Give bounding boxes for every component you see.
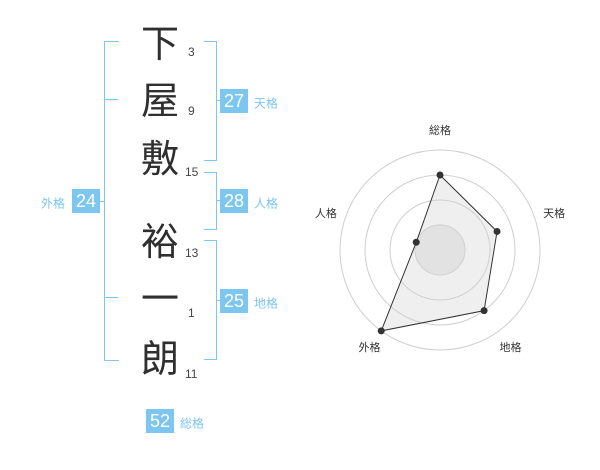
soukaku-badge: 52 — [146, 409, 174, 433]
jinkaku-bracket — [204, 172, 217, 230]
gaikaku-connector — [99, 201, 105, 202]
radar-axis-label: 地格 — [500, 340, 522, 354]
name-char: 下 — [140, 22, 180, 66]
stroke-count: 13 — [185, 246, 199, 260]
stroke-count: 3 — [188, 45, 195, 59]
soukaku-label: 総格 — [180, 416, 205, 431]
radar-point — [480, 307, 488, 315]
radar-point — [377, 327, 385, 335]
stroke-count: 11 — [185, 367, 198, 381]
stroke-count: 9 — [188, 104, 195, 118]
radar-axis-label: 天格 — [543, 206, 565, 220]
radar-point — [412, 238, 420, 246]
radar-series-polygon — [380, 174, 498, 332]
name-char: 裕 — [140, 220, 180, 264]
radar-ring — [414, 224, 466, 276]
bracket-tick — [104, 297, 118, 298]
tenkaku-connector — [216, 100, 222, 101]
radar-axis-label: 総格 — [429, 123, 451, 137]
chikaku-badge: 25 — [220, 289, 248, 313]
jinkaku-badge: 28 — [220, 189, 248, 213]
chikaku-connector — [216, 300, 222, 301]
bracket-tick — [104, 99, 118, 100]
jinkaku-label: 人格 — [254, 196, 279, 211]
stroke-count: 15 — [185, 165, 199, 179]
chikaku-label: 地格 — [254, 296, 279, 311]
tenkaku-badge: 27 — [220, 89, 248, 113]
tenkaku-bracket — [204, 41, 217, 161]
name-char: 敷 — [140, 137, 180, 181]
gaikaku-badge: 24 — [72, 189, 100, 213]
gaikaku-label: 外格 — [41, 196, 66, 211]
radar-point — [436, 171, 444, 179]
tenkaku-label: 天格 — [254, 96, 279, 111]
name-char: 一 — [140, 277, 180, 321]
radar-point — [493, 227, 501, 235]
radar-axis-label: 外格 — [358, 340, 380, 354]
name-char: 屋 — [140, 79, 180, 123]
stroke-count: 1 — [188, 306, 195, 320]
name-char: 朗 — [140, 337, 180, 381]
radar-axis-label: 人格 — [315, 206, 337, 220]
jinkaku-connector — [216, 200, 222, 201]
